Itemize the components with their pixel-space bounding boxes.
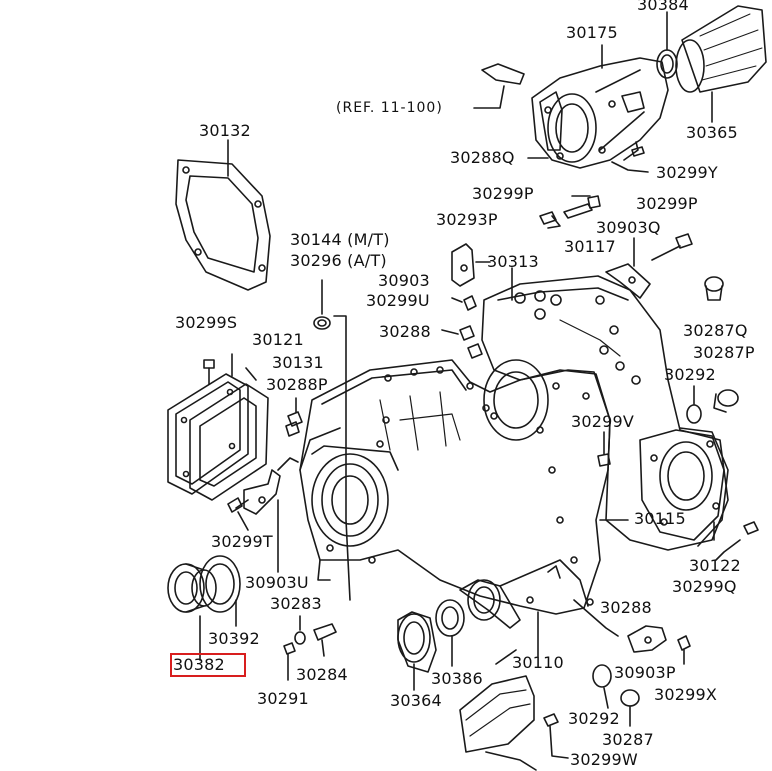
label-30292-lower[interactable]: 30292: [568, 709, 620, 728]
label-30291[interactable]: 30291: [257, 689, 309, 708]
label-30284[interactable]: 30284: [296, 665, 348, 684]
label-30903Q[interactable]: 30903Q: [596, 218, 661, 237]
label-30299U[interactable]: 30299U: [366, 291, 430, 310]
label-30292-upper[interactable]: 30292: [664, 365, 716, 384]
label-30392[interactable]: 30392: [208, 629, 260, 648]
label-30288-upper[interactable]: 30288: [379, 322, 431, 341]
label-30364[interactable]: 30364: [390, 691, 442, 710]
label-30299Q[interactable]: 30299Q: [672, 577, 737, 596]
bushing-30384: [656, 49, 678, 79]
cover-30121: [167, 373, 249, 495]
gasket-30132: [175, 159, 271, 291]
label-30122[interactable]: 30122: [689, 556, 741, 575]
label-30299W[interactable]: 30299W: [570, 750, 638, 769]
seal-30364: [397, 611, 437, 673]
label-30115[interactable]: 30115: [634, 509, 686, 528]
label-30288Q[interactable]: 30288Q: [450, 148, 515, 167]
label-30313[interactable]: 30313: [487, 252, 539, 271]
seal-30382: [167, 563, 217, 613]
label-30299P-upper[interactable]: 30299P: [472, 184, 534, 203]
label-30299P-right[interactable]: 30299P: [636, 194, 698, 213]
label-30299V[interactable]: 30299V: [571, 412, 635, 431]
ref-note[interactable]: (REF. 11-100): [336, 100, 443, 116]
boot-30365: [675, 5, 767, 93]
label-30903[interactable]: 30903: [378, 271, 430, 290]
label-30299S[interactable]: 30299S: [175, 313, 238, 332]
label-30287P[interactable]: 30287P: [693, 343, 755, 362]
label-30131[interactable]: 30131: [272, 353, 324, 372]
transfer-case-rear-half: [481, 275, 729, 551]
label-30283[interactable]: 30283: [270, 594, 322, 613]
label-30132[interactable]: 30132: [199, 121, 251, 140]
label-30384[interactable]: 30384: [637, 0, 689, 14]
label-30288-lower[interactable]: 30288: [600, 598, 652, 617]
label-30903U[interactable]: 30903U: [245, 573, 309, 592]
label-30288P[interactable]: 30288P: [266, 375, 328, 394]
label-30296[interactable]: 30296 (A/T): [290, 251, 387, 270]
label-30386[interactable]: 30386: [431, 669, 483, 688]
label-30175[interactable]: 30175: [566, 23, 618, 42]
ring-30392: [199, 555, 241, 613]
gasket-30131: [189, 383, 269, 501]
extension-housing-30175: [531, 57, 669, 169]
label-30365[interactable]: 30365: [686, 123, 738, 142]
label-30903P[interactable]: 30903P: [614, 663, 676, 682]
seal-30386: [435, 599, 465, 637]
label-30287[interactable]: 30287: [602, 730, 654, 749]
label-30287Q[interactable]: 30287Q: [683, 321, 748, 340]
transfer-case-main-body: [299, 359, 611, 629]
label-30144[interactable]: 30144 (M/T): [290, 230, 390, 249]
label-30293P[interactable]: 30293P: [436, 210, 498, 229]
label-30299Y[interactable]: 30299Y: [656, 163, 718, 182]
label-30110[interactable]: 30110: [512, 653, 564, 672]
label-30382-highlighted[interactable]: 30382: [170, 653, 246, 677]
label-30299X[interactable]: 30299X: [654, 685, 718, 704]
label-30121[interactable]: 30121: [252, 330, 304, 349]
label-30299T[interactable]: 30299T: [211, 532, 273, 551]
label-30117[interactable]: 30117: [564, 237, 616, 256]
